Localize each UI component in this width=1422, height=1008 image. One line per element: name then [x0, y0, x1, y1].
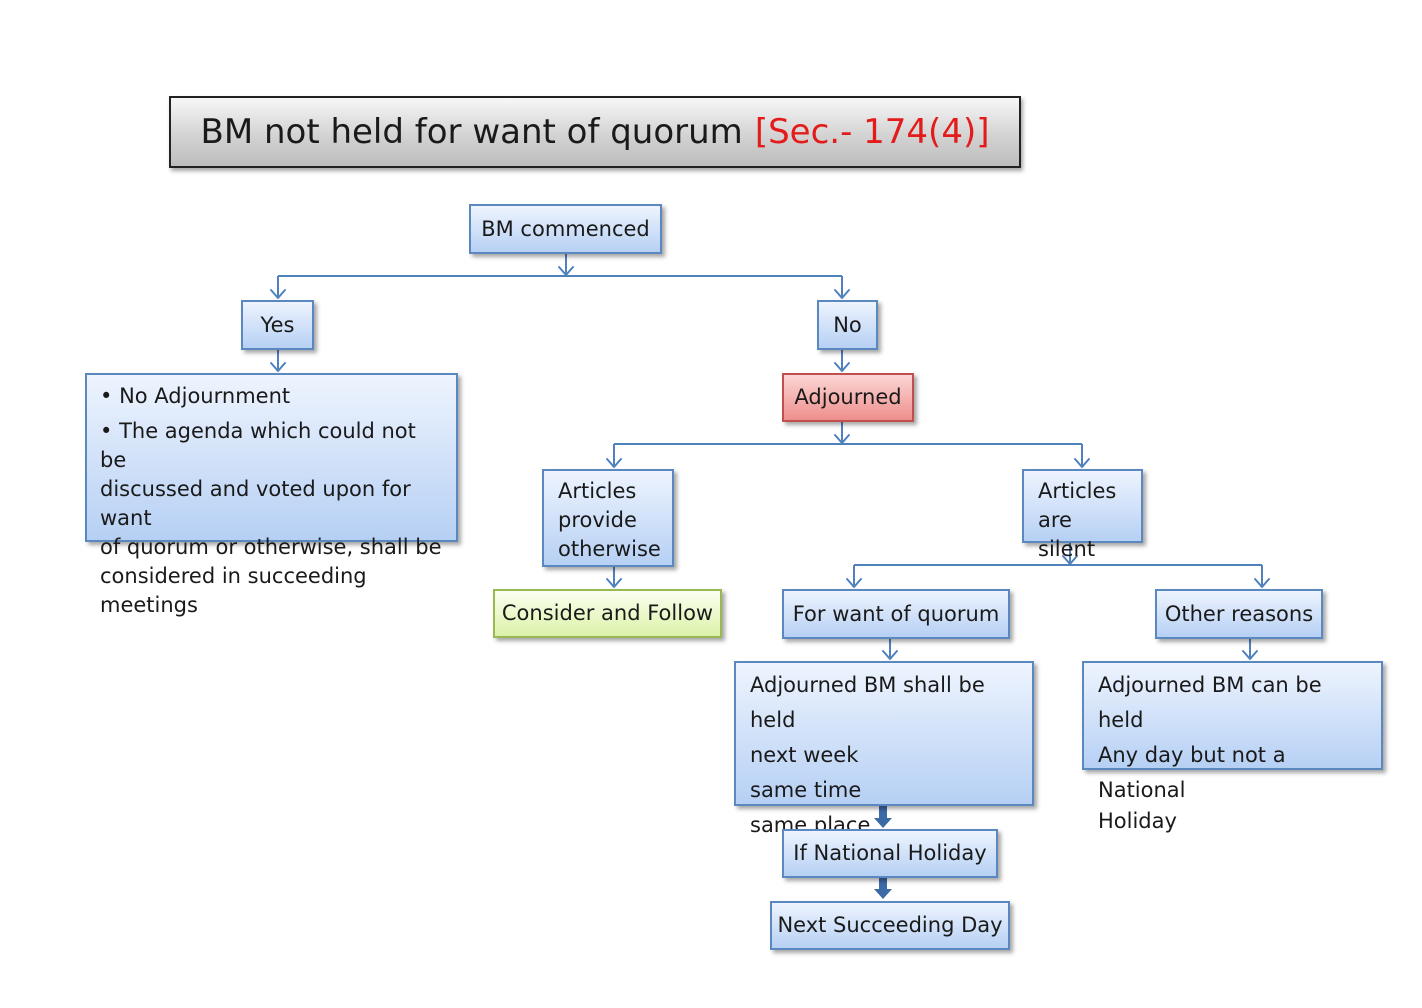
- node-consider-and-follow: Consider and Follow: [493, 589, 722, 638]
- articles-silent-line-2: are silent: [1038, 508, 1096, 561]
- node-next-succeeding-day: Next Succeeding Day: [770, 901, 1010, 950]
- articles-silent-line-1: Articles: [1038, 479, 1117, 503]
- node-no: No: [817, 300, 878, 350]
- yes-bullet-2-line-1: The agenda which could not be: [100, 417, 443, 475]
- node-other-reasons-label: Other reasons: [1164, 601, 1314, 626]
- quorum-outcome-line-3: same time: [750, 778, 862, 802]
- yes-bullet-2-line-2: discussed and voted upon for want: [100, 477, 411, 530]
- node-articles-are-silent: Articles are silent: [1022, 469, 1143, 561]
- articles-provide-line-1: Articles: [558, 479, 637, 503]
- node-next-succeeding-day-label: Next Succeeding Day: [777, 913, 1003, 937]
- section-reference: [Sec.- 174(4)]: [754, 112, 990, 152]
- quorum-outcome-line-2: next week: [750, 743, 859, 767]
- other-outcome-line-1: Adjourned BM can be held: [1098, 673, 1322, 732]
- node-bm-commenced-label: BM commenced: [481, 216, 650, 241]
- node-quorum-outcome: Adjourned BM shall be held next week sam…: [734, 661, 1034, 837]
- other-outcome-line-3: Holiday: [1098, 809, 1177, 833]
- node-consider-label: Consider and Follow: [501, 601, 714, 625]
- node-no-label: No: [833, 312, 862, 337]
- node-other-outcome: Adjourned BM can be held Any day but not…: [1082, 661, 1383, 833]
- yes-bullet-2-line-3: of quorum or otherwise, shall be: [100, 535, 442, 559]
- node-adjourned-label: Adjourned: [794, 385, 902, 409]
- articles-provide-line-3: otherwise: [558, 537, 661, 561]
- node-articles-provide-otherwise: Articles provide otherwise: [542, 469, 674, 567]
- other-outcome-line-2: Any day but not a National: [1098, 743, 1286, 802]
- yes-bullet-1: No Adjournment: [100, 382, 443, 411]
- node-if-national-holiday-label: If National Holiday: [793, 841, 987, 865]
- node-other-reasons: Other reasons: [1155, 589, 1323, 639]
- node-yes-label: Yes: [260, 312, 295, 337]
- diagram-title: BM not held for want of quorum [Sec.- 17…: [169, 96, 1021, 168]
- node-for-want-of-quorum: For want of quorum: [782, 589, 1010, 639]
- node-if-national-holiday: If National Holiday: [782, 829, 998, 878]
- node-for-want-of-quorum-label: For want of quorum: [792, 601, 1000, 626]
- node-bm-commenced: BM commenced: [469, 204, 662, 254]
- title-text: BM not held for want of quorum: [200, 112, 743, 152]
- yes-bullet-2-line-4: considered in succeeding meetings: [100, 564, 367, 617]
- node-yes-details: No Adjournment The agenda which could no…: [85, 373, 458, 617]
- node-yes: Yes: [241, 300, 314, 350]
- articles-provide-line-2: provide: [558, 508, 637, 532]
- quorum-outcome-line-1: Adjourned BM shall be held: [750, 673, 985, 732]
- node-adjourned: Adjourned: [782, 373, 914, 422]
